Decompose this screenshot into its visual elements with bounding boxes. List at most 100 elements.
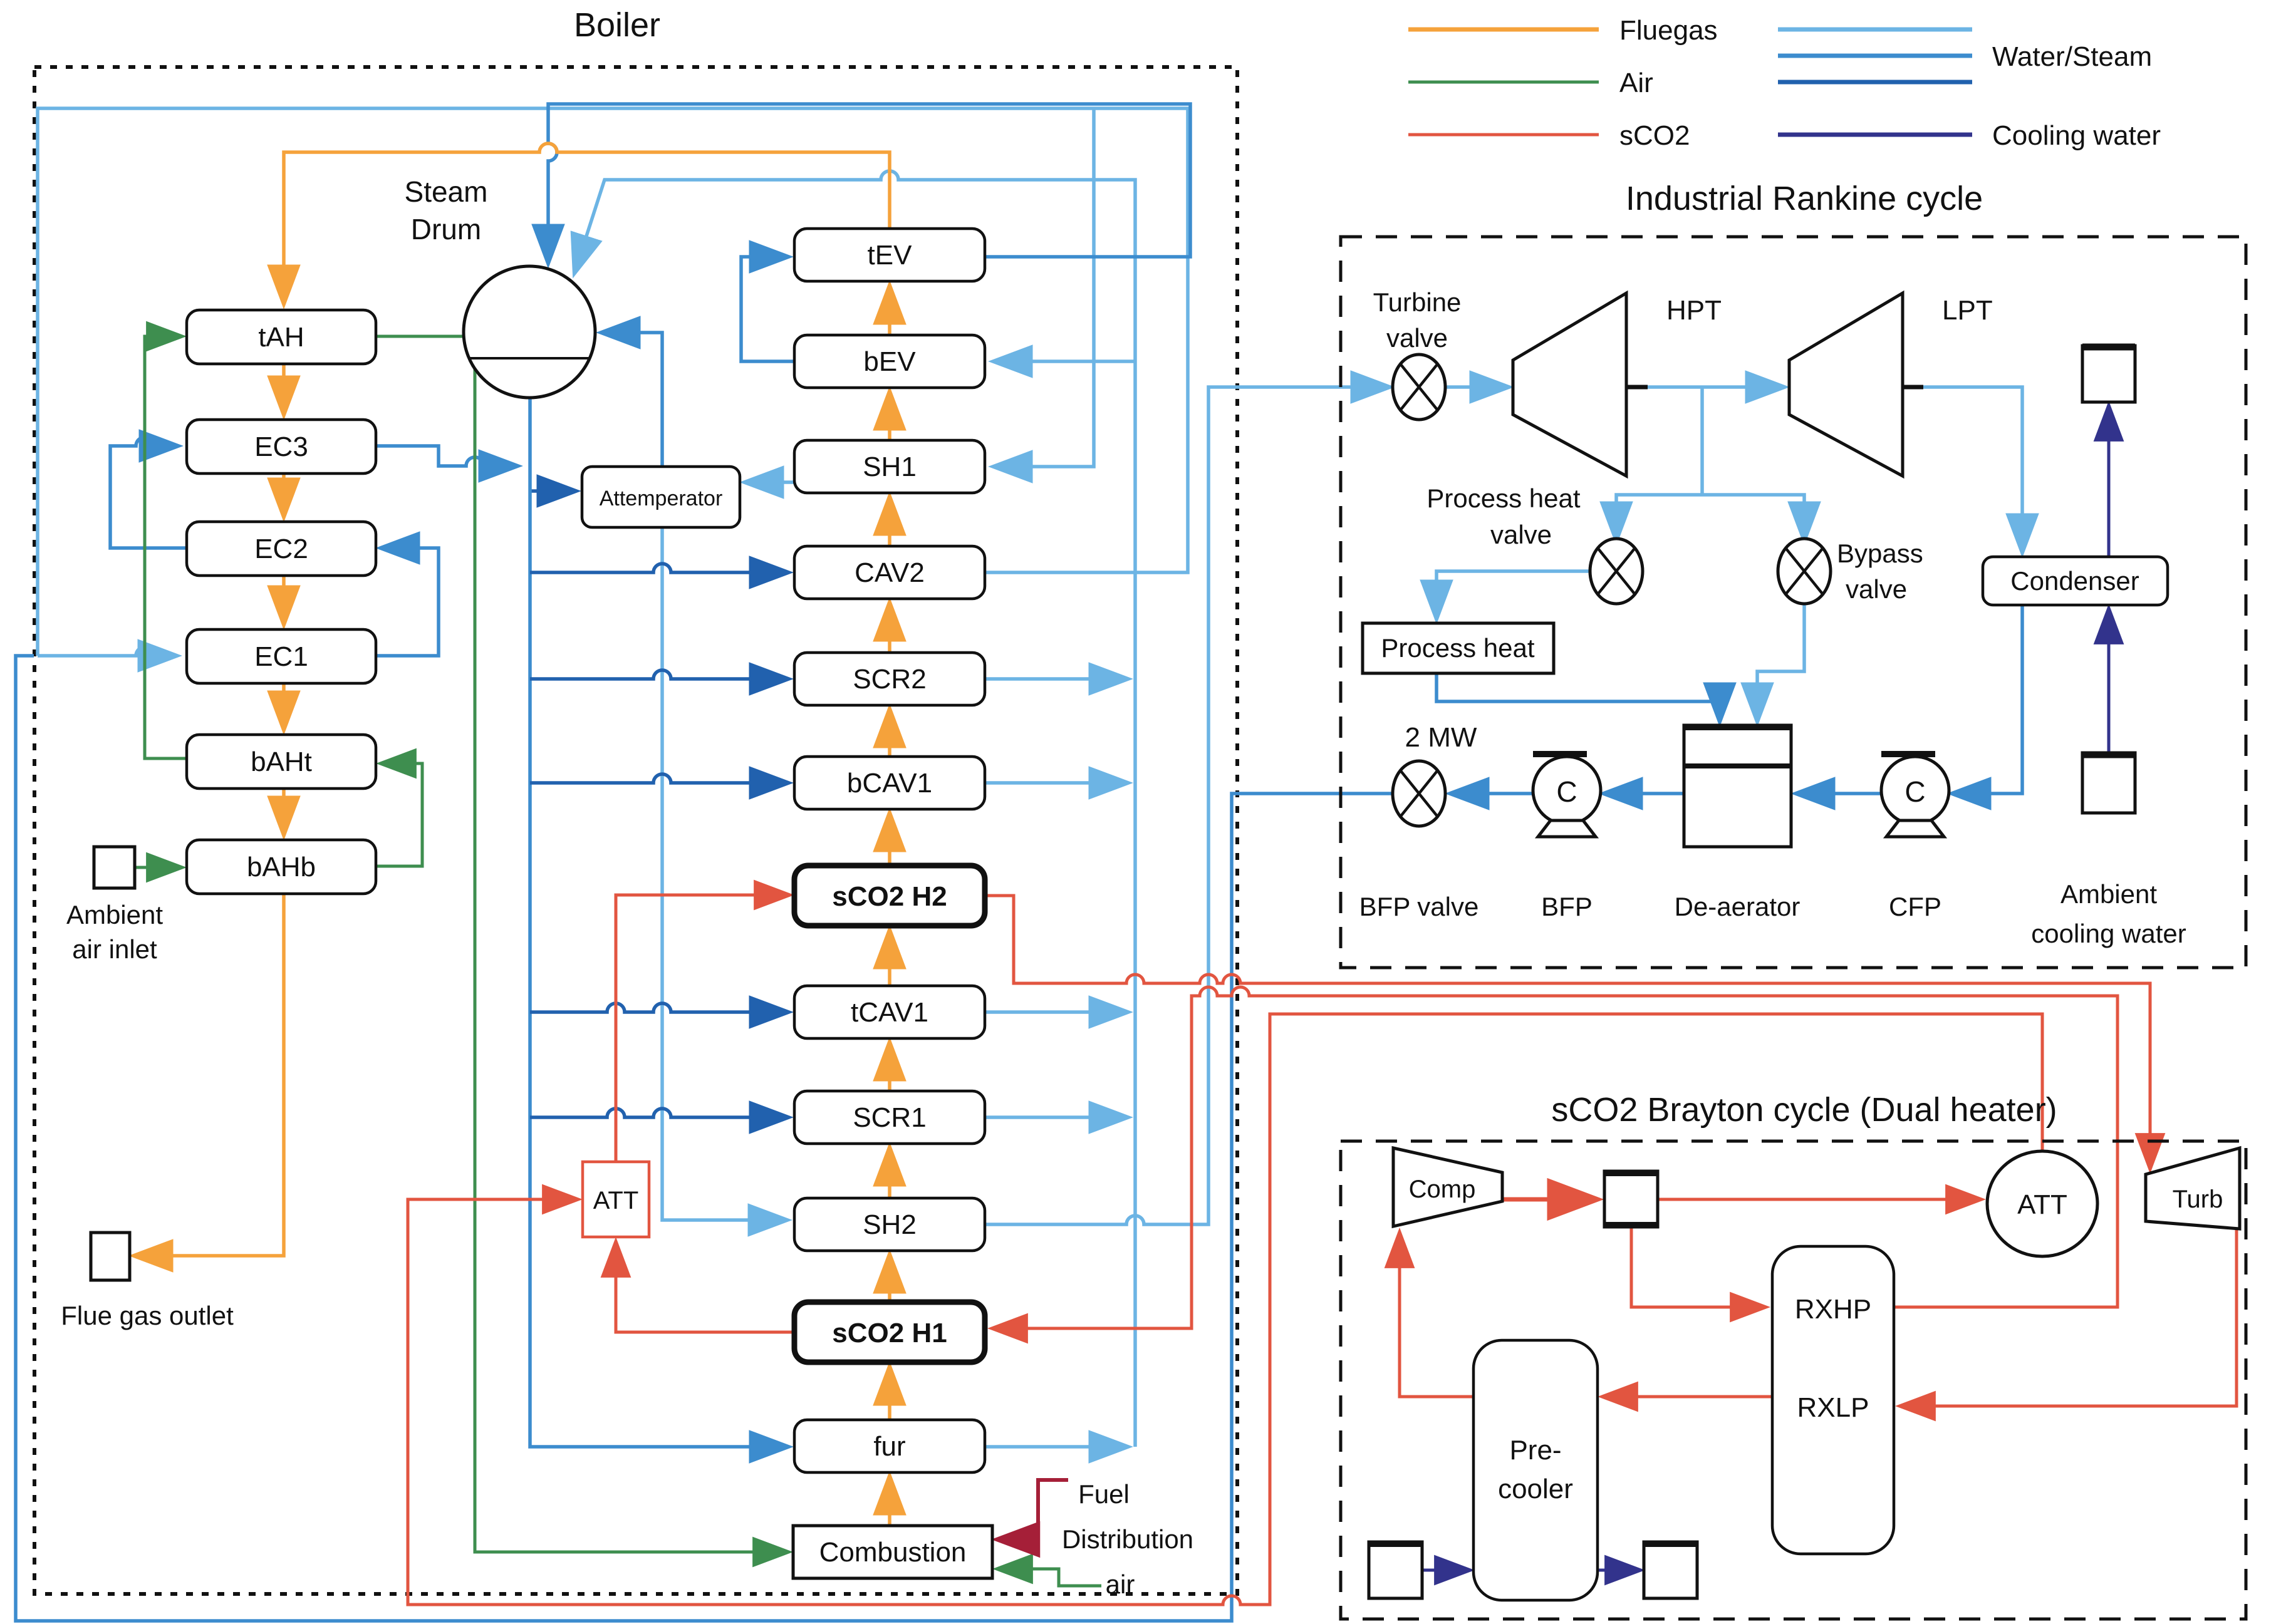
- scr2-box: [792, 651, 987, 707]
- distribution-air-line: [992, 1553, 1101, 1588]
- flue-gas-outlet-label: Flue gas outlet: [61, 1301, 234, 1330]
- bahb-baht-line: [375, 748, 424, 868]
- distribution-label: Distribution: [1062, 1524, 1193, 1554]
- precooler-label-1: Pre-: [1509, 1435, 1561, 1466]
- attemperator-box: [580, 465, 742, 529]
- sco2-h2-label: sCO2 H2: [832, 881, 947, 912]
- legend-fluegas-label: Fluegas: [1619, 15, 1718, 46]
- fuel-label: Fuel: [1078, 1479, 1130, 1509]
- ambient-cooling-water-label-2: cooling water: [2031, 919, 2186, 948]
- bypass-valve-cross: [1785, 547, 1824, 595]
- rx-recuperator-box: [1770, 1244, 1896, 1556]
- comp-label: Comp: [1409, 1176, 1476, 1203]
- ambient-air-inlet-square: [92, 845, 137, 890]
- tev-box: [792, 227, 987, 283]
- fluegas-lines: [128, 142, 907, 1526]
- ec1-ec2-line: [375, 531, 440, 658]
- process-heat-valve-cross: [1597, 547, 1636, 595]
- baht-box: [185, 733, 378, 790]
- feedwater-return-line: [14, 654, 1393, 1623]
- bypass-deaerator-line: [1740, 597, 1806, 727]
- condensate-line: [1946, 606, 2024, 810]
- process-heat-box: [1361, 621, 1556, 675]
- legend-cooling-water-label: Cooling water: [1992, 120, 2161, 151]
- tah-box: [185, 308, 378, 366]
- bfp-valve: [1391, 759, 1447, 828]
- attemperator-sh2-line: [660, 527, 792, 1237]
- legend-water-steam-label: Water/Steam: [1992, 41, 2152, 72]
- tev-label: tEV: [868, 240, 913, 271]
- sh2-box: [792, 1196, 987, 1253]
- sco2-h1-label: sCO2 H1: [832, 1318, 947, 1348]
- rxlp-label: RXLP: [1797, 1392, 1869, 1423]
- tah-combustion-line: [376, 334, 794, 1568]
- bcav1-label: bCAV1: [847, 768, 932, 799]
- cfp-pump-glyph: C: [1904, 775, 1925, 808]
- bfp-valve-cross: [1400, 770, 1438, 817]
- bfp-pump-base: [1534, 819, 1599, 839]
- cav2-box: [792, 544, 987, 601]
- bev-box: [792, 333, 987, 390]
- precooler-comp-line: [1384, 1227, 1472, 1399]
- deaerator-vessel: [1682, 723, 1793, 849]
- baht-tah-line: [143, 321, 187, 760]
- tcav1-label: tCAV1: [851, 997, 928, 1028]
- air-lines: [135, 321, 1101, 1588]
- rankine-title: Industrial Rankine cycle: [1626, 180, 1983, 217]
- ec1-box: [185, 628, 378, 685]
- bfp-valve-label: BFP valve: [1359, 892, 1479, 921]
- turbine-valve: [1391, 353, 1447, 422]
- attcircle-attbox-line: [406, 1012, 2044, 1606]
- ambient-air-inlet-label-2: air inlet: [72, 934, 157, 964]
- process-heat-valve-label-1: Process heat: [1426, 484, 1580, 513]
- ambient-air-inlet-label-1: Ambient: [66, 900, 163, 929]
- comp-compressor: [1391, 1146, 1504, 1229]
- precooler-box: [1472, 1338, 1599, 1602]
- scr2-feed-line: [530, 662, 794, 696]
- phvalve-phbox-line: [1420, 569, 1590, 624]
- phbox-deaerator-line: [1435, 673, 1737, 727]
- fur-label: fur: [873, 1431, 905, 1462]
- combustion-label: Combustion: [819, 1537, 967, 1568]
- ec3-label: EC3: [254, 432, 308, 462]
- ec3-out-line: [376, 444, 523, 483]
- sh2-label: SH2: [863, 1209, 917, 1240]
- ec1-label: EC1: [254, 641, 308, 672]
- bev-tev-line: [739, 240, 794, 363]
- extraction-ph-line: [1599, 493, 1702, 546]
- brayton-boundary: [1339, 1139, 2248, 1621]
- hpt-label: HPT: [1666, 295, 1722, 326]
- bfp-label: BFP: [1541, 892, 1593, 921]
- fur-box: [792, 1418, 987, 1474]
- rankine-section: Industrial Rankine cycle Turbine valve H…: [1339, 180, 2248, 970]
- condenser-label: Condenser: [2010, 566, 2139, 596]
- extraction-bypass-line: [1702, 493, 1821, 546]
- bcav1-box: [792, 755, 987, 811]
- cav2-label: CAV2: [855, 557, 925, 588]
- legend-air-label: Air: [1619, 68, 1653, 98]
- attemperator-drum-line: [596, 316, 664, 467]
- cfp-label: CFP: [1889, 892, 1941, 921]
- steam-drum: [462, 264, 597, 400]
- cfp-pump: C: [1879, 751, 1951, 839]
- brayton-section: sCO2 Brayton cycle (Dual heater) Comp AT…: [1339, 1091, 2248, 1621]
- turb-turbine: [2144, 1146, 2242, 1231]
- baht-label: bAHt: [251, 747, 312, 777]
- ec3-box: [185, 418, 378, 475]
- h2-turb-line: [985, 894, 2166, 1174]
- scr2-label: SCR2: [853, 664, 926, 695]
- bev-label: bEV: [863, 346, 916, 377]
- tcav1-box: [792, 984, 987, 1040]
- rankine-boundary: [1339, 235, 2248, 970]
- h1-attbox-line: [600, 1236, 794, 1334]
- steam-drum-label-2: Drum: [411, 213, 481, 246]
- sh1-box: [792, 438, 987, 495]
- bypass-valve-label-2: valve: [1846, 574, 1907, 604]
- deaerator: [1682, 723, 1793, 849]
- scr1-label: SCR1: [853, 1102, 926, 1133]
- fuel-line: [991, 1478, 1068, 1558]
- turbine-valve-label-1: Turbine: [1373, 287, 1462, 317]
- sh1-label: SH1: [863, 452, 917, 482]
